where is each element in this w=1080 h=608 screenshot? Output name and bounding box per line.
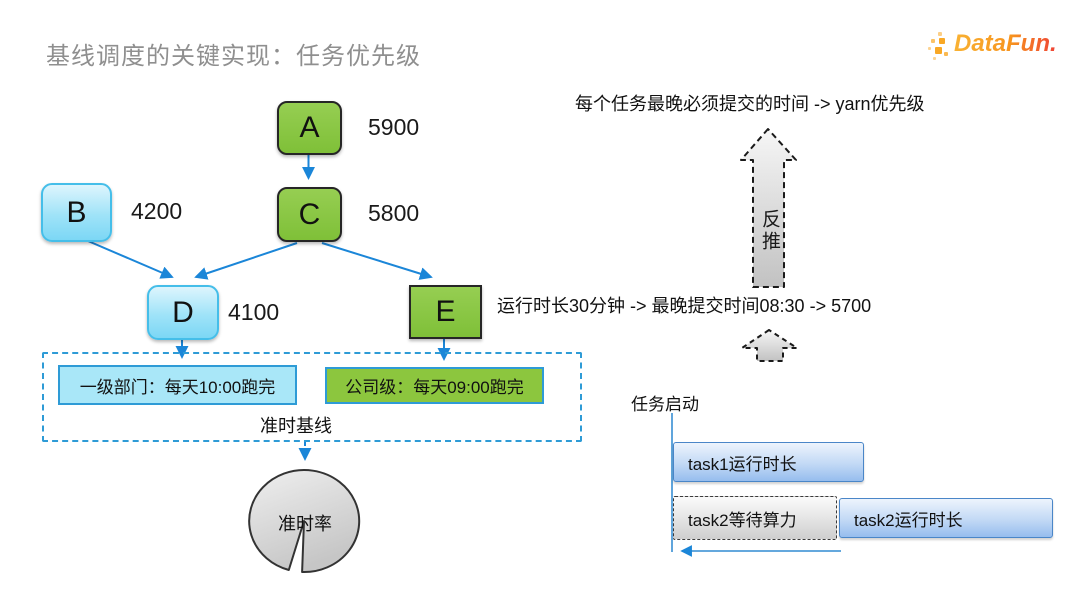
- dag-node-c: C: [277, 187, 342, 242]
- dag-node-d: D: [147, 285, 219, 340]
- logo-pixel-icon: [928, 47, 931, 50]
- back-derive-up-arrow: [740, 128, 797, 288]
- latest-submit-time-text: 每个任务最晚必须提交的时间 -> yarn优先级: [575, 94, 925, 114]
- baseline-label: 准时基线: [260, 416, 332, 436]
- logo-text: DataFun.: [954, 30, 1057, 57]
- on-time-rate-pie: [248, 469, 361, 574]
- edge-C-E-arrow: [321, 242, 433, 280]
- task1-run-bar: task1运行时长: [673, 442, 864, 482]
- logo-pixel-icon: [931, 39, 935, 43]
- dag-node-d-priority: 4100: [228, 299, 280, 325]
- dag-node-a: A: [277, 101, 342, 155]
- logo-pixel-icon: [944, 52, 948, 56]
- edge-C-D-arrow: [194, 242, 298, 280]
- back-derive-label: 反推: [759, 209, 780, 253]
- dag-node-c-priority: 5800: [368, 200, 420, 226]
- task2-run-bar: task2运行时长: [839, 498, 1053, 538]
- logo-pixel-icon: [938, 32, 942, 36]
- logo-pixel-icon: [935, 47, 942, 54]
- dag-node-b: B: [41, 183, 112, 242]
- pie-label: 准时率: [278, 514, 332, 534]
- on-time-baseline-container: [42, 352, 582, 442]
- runtime-derivation-text: 运行时长30分钟 -> 最晚提交时间08:30 -> 5700: [497, 296, 872, 316]
- datafun-logo: DataFun.: [928, 26, 1058, 66]
- edge-B-D-arrow: [87, 240, 174, 279]
- dag-node-a-priority: 5900: [368, 114, 420, 140]
- task-start-label: 任务启动: [631, 395, 699, 414]
- small-up-arrow: [741, 329, 798, 362]
- task2-wait-bar: task2等待算力: [673, 496, 837, 540]
- logo-pixel-icon: [939, 38, 945, 44]
- company-baseline-box: 公司级：每天09:00跑完: [325, 367, 544, 404]
- logo-pixel-icon: [933, 57, 936, 60]
- dept-baseline-box: 一级部门：每天10:00跑完: [58, 365, 297, 405]
- page-title: 基线调度的关键实现：任务优先级: [46, 43, 421, 70]
- dag-node-b-priority: 4200: [131, 198, 183, 224]
- dag-edges: [87, 155, 451, 361]
- dag-node-e: E: [409, 285, 482, 339]
